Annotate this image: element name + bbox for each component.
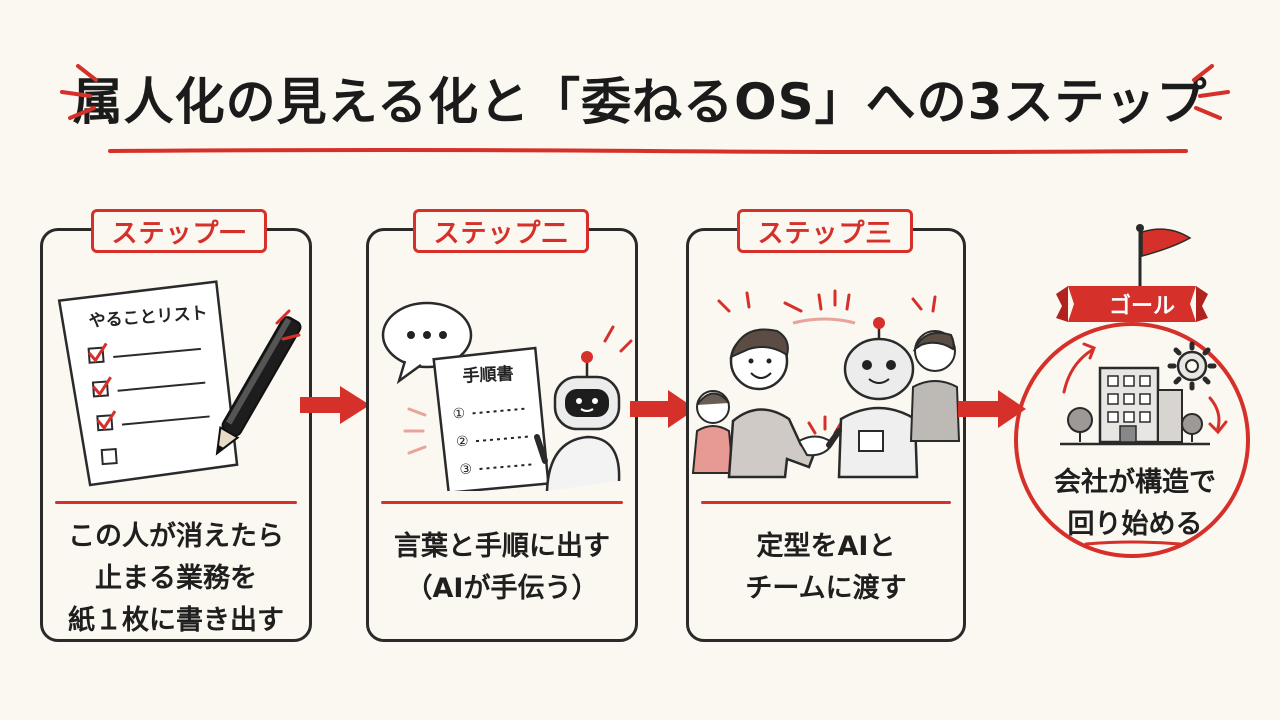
- office-building-icon: [1060, 366, 1210, 446]
- step-1-line-1: この人が消えたら: [68, 521, 284, 552]
- step-3-tag: ステップ三: [737, 209, 913, 253]
- title-spark-right: [1192, 64, 1230, 120]
- title-underline: [108, 148, 1188, 154]
- goal-label: ゴール: [1108, 294, 1175, 319]
- step-3-line-1: 定型をAIと: [756, 531, 896, 562]
- manual-title: 手順書: [462, 363, 514, 387]
- step-1-tag: ステップ一: [91, 209, 267, 253]
- man-figure: [727, 328, 817, 479]
- goal-circle: [1014, 224, 1250, 558]
- step-1-line-3: 紙１枚に書き出す: [68, 605, 284, 636]
- step-3-card: ステップ三: [686, 209, 966, 642]
- step-2-divider: [381, 501, 623, 504]
- teammate-figure: [909, 330, 961, 442]
- speech-bubble-icon: [381, 301, 473, 385]
- cycle-arrow-icon: [1062, 342, 1228, 435]
- step-1-line-2: 止まる業務を: [95, 563, 257, 594]
- child-figure: [691, 390, 735, 474]
- checklist-illustration: やることリスト: [57, 280, 302, 487]
- arrow-2-icon: [630, 390, 696, 428]
- arrow-1-icon: [300, 386, 370, 424]
- goal-line-2: 回り始める: [1067, 509, 1203, 540]
- step-3-divider: [701, 501, 951, 504]
- gear-icon: [1167, 341, 1217, 391]
- svg-text:②: ②: [456, 434, 469, 451]
- step-3-description: 定型をAIと チームに渡す: [689, 526, 963, 610]
- page-title: 属人化の見える化と「委ねるOS」への3ステップ: [72, 73, 1208, 131]
- step-2-card: ステップ二 手順書 ① ② ③: [366, 209, 638, 642]
- goal-description: 会社が構造で 回り始める: [1020, 462, 1250, 546]
- step-1-divider: [55, 501, 297, 504]
- arrow-3-icon: [958, 390, 1026, 428]
- step-1-description: この人が消えたら 止まる業務を 紙１枚に書き出す: [43, 516, 309, 642]
- step-1-card: ステップ一 やることリスト: [40, 209, 312, 642]
- step-2-tag: ステップ二: [413, 209, 589, 253]
- svg-text:①: ①: [452, 406, 465, 423]
- procedure-illustration: 手順書 ① ② ③: [381, 301, 633, 491]
- title-spark-left: [60, 64, 98, 120]
- goal-line-1: 会社が構造で: [1054, 467, 1216, 498]
- team-handoff-illustration: [691, 289, 961, 479]
- robot-icon: [534, 351, 621, 491]
- step-2-line-2: （AIが手伝う）: [405, 573, 599, 604]
- svg-text:③: ③: [459, 461, 472, 478]
- step-3-line-2: チームに渡す: [745, 573, 907, 604]
- step-2-line-1: 言葉と手順に出す: [394, 531, 610, 562]
- robot-icon: [826, 317, 919, 479]
- step-2-description: 言葉と手順に出す （AIが手伝う）: [369, 526, 635, 610]
- pen-icon: [215, 316, 302, 456]
